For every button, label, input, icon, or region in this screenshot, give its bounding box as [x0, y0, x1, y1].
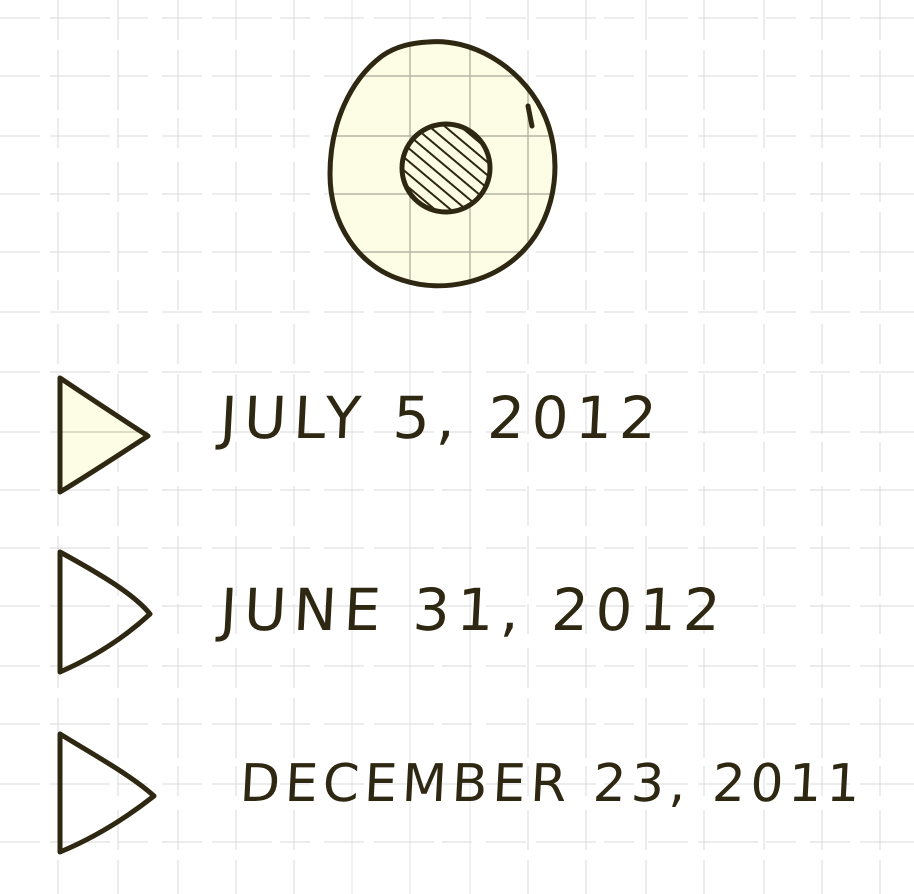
list-item-label: DECEMBER 23, 2011 — [238, 754, 867, 814]
triangle-outline — [57, 731, 157, 855]
play-triangle-icon — [57, 549, 153, 675]
list-item-label: JUNE 31, 2012 — [218, 576, 730, 644]
triangle-outline — [57, 549, 153, 675]
list-item[interactable]: DECEMBER 23, 2011 — [40, 718, 900, 868]
triangle-fill — [60, 378, 148, 492]
list-item-label: JULY 5, 2012 — [218, 384, 666, 452]
list-item[interactable]: JULY 5, 2012 — [40, 360, 800, 500]
play-triangle-icon — [57, 731, 157, 855]
target-outer-ring — [327, 39, 558, 289]
target-circle-icon — [327, 39, 558, 289]
target-ring-tick — [525, 103, 535, 129]
list-item[interactable]: JUNE 31, 2012 — [40, 536, 800, 686]
play-triangle-icon — [57, 375, 151, 495]
target-core-hatch — [402, 124, 490, 212]
target-core-ring — [399, 121, 493, 215]
triangle-outline — [57, 375, 151, 495]
